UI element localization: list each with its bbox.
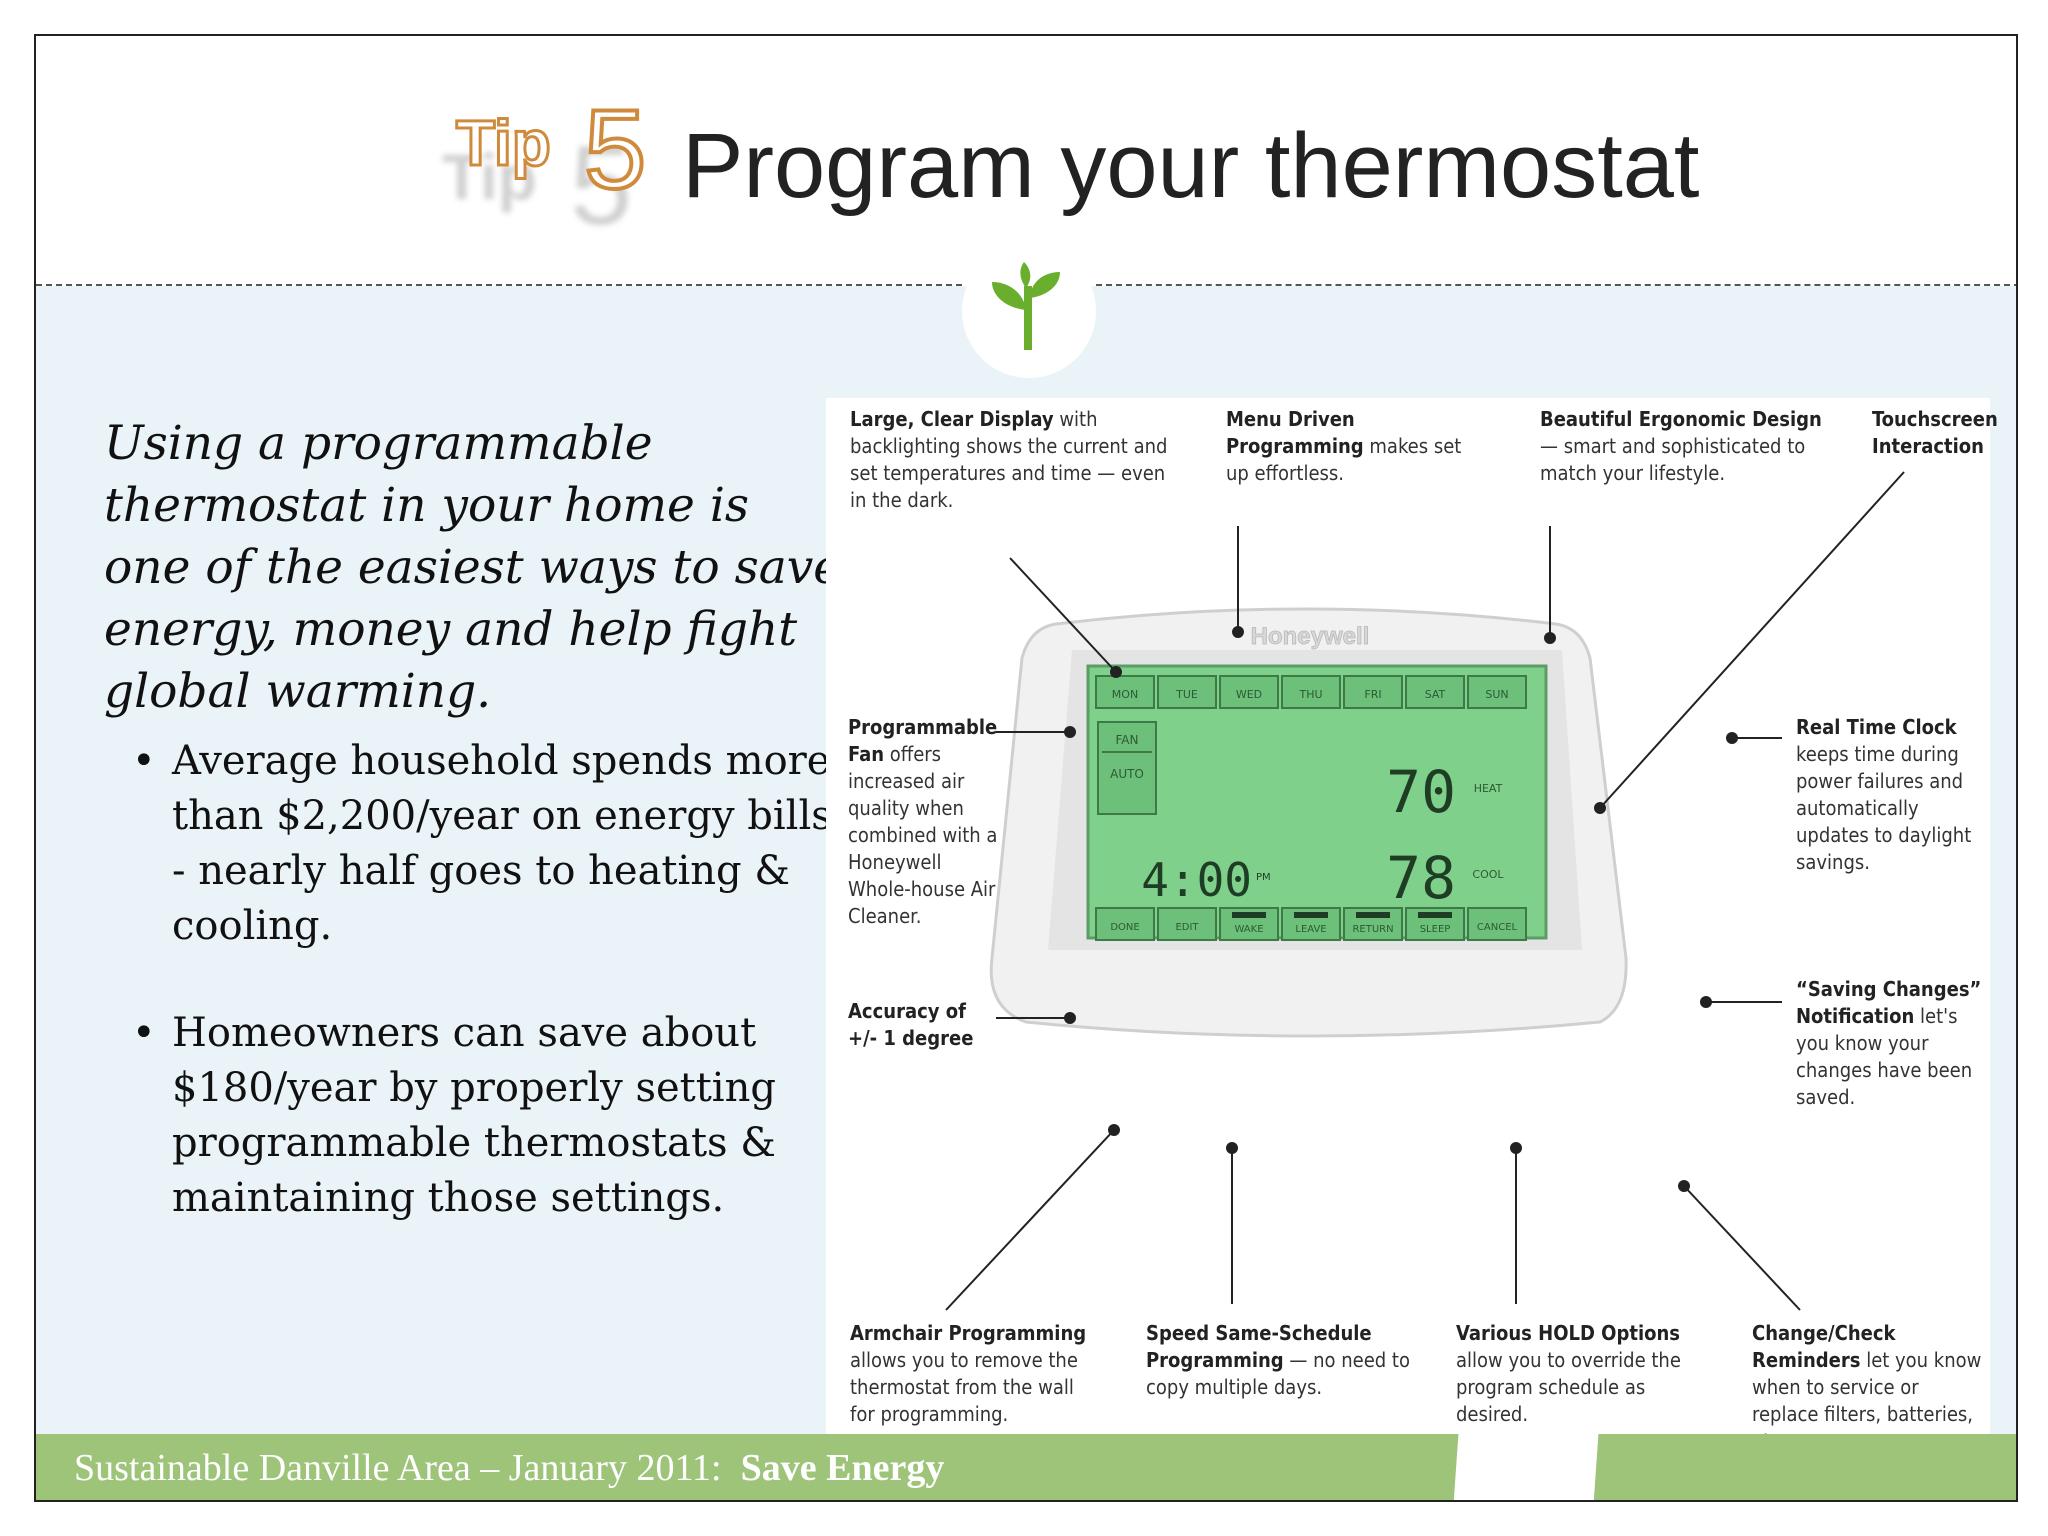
callout-speed: Speed Same-Schedule Programming — no nee… bbox=[1146, 1320, 1416, 1401]
callout-design: Beautiful Ergonomic Design — smart and s… bbox=[1540, 406, 1830, 487]
callout-text: — no need to copy multiple days. bbox=[1146, 1348, 1410, 1399]
tip-label: Tip bbox=[455, 106, 553, 181]
heat-temp-readout: 70 bbox=[1386, 758, 1456, 826]
bullet-text: Average household spends more than $2,20… bbox=[172, 738, 832, 949]
intro-text: Using a programmable thermostat in your … bbox=[104, 416, 842, 719]
auto-label: AUTO bbox=[1110, 767, 1144, 781]
screen-button[interactable] bbox=[1095, 907, 1155, 941]
leader-lines bbox=[945, 471, 1905, 1311]
callout-armchair: Armchair Programming allows you to remov… bbox=[850, 1320, 1100, 1428]
callout-title: Various HOLD Options bbox=[1456, 1321, 1681, 1345]
cool-temp-readout: 78 bbox=[1386, 844, 1456, 912]
callout-title: “Saving Changes” Notification bbox=[1796, 977, 1982, 1028]
lcd-screen bbox=[1086, 664, 1548, 940]
screen-button-label: LEAVE bbox=[1295, 924, 1326, 935]
screen-button[interactable] bbox=[1467, 907, 1527, 941]
bullet-list: • Average household spends more than $2,2… bbox=[132, 734, 852, 1278]
footer-bar: Sustainable Danville Area – January 2011… bbox=[36, 1424, 2016, 1500]
callout-title: Touchscreen Interaction bbox=[1872, 407, 1998, 458]
callout-text: offers increased air quality when combin… bbox=[848, 742, 998, 928]
day-label: WED bbox=[1236, 688, 1262, 701]
heat-label: HEAT bbox=[1474, 782, 1503, 795]
callout-title: Programmable Fan bbox=[848, 715, 998, 766]
day-key[interactable] bbox=[1467, 675, 1527, 709]
bullet-dot-icon: • bbox=[132, 1010, 156, 1056]
clock-suffix: PM bbox=[1256, 872, 1271, 883]
callout-text: let's you know your changes have been sa… bbox=[1796, 1004, 1973, 1109]
bullet-item: • Homeowners can save about $180/year by … bbox=[132, 1006, 852, 1226]
bullet-item: • Average household spends more than $2,2… bbox=[132, 734, 852, 954]
callout-text: with backlighting shows the current and … bbox=[850, 407, 1168, 512]
callout-text: — smart and sophisticated to match your … bbox=[1540, 434, 1806, 485]
button-row: DONE EDIT WAKE LEAVE RETURN SLEEP bbox=[1095, 907, 1527, 941]
divider-left bbox=[36, 284, 962, 286]
bullet-text: Homeowners can save about $180/year by p… bbox=[172, 1010, 776, 1221]
day-label: THU bbox=[1298, 688, 1322, 701]
bullet-dot-icon: • bbox=[132, 738, 156, 784]
clock-readout: 4:00 bbox=[1141, 853, 1252, 907]
day-key[interactable] bbox=[1405, 675, 1465, 709]
day-label: SUN bbox=[1485, 688, 1508, 701]
callout-menu: Menu Driven Programming makes set up eff… bbox=[1226, 406, 1486, 487]
tip-number: 5 bbox=[582, 87, 648, 212]
fan-key[interactable] bbox=[1097, 721, 1157, 815]
screen-button-label: CANCEL bbox=[1477, 922, 1518, 933]
callout-title: Beautiful Ergonomic Design bbox=[1540, 407, 1822, 431]
day-label: SAT bbox=[1425, 688, 1446, 701]
screen-button-label: EDIT bbox=[1175, 922, 1199, 933]
callout-text: let you know when to service or replace … bbox=[1752, 1348, 1982, 1453]
footer-notch bbox=[1452, 1424, 1600, 1500]
day-key[interactable] bbox=[1219, 675, 1279, 709]
thermostat-diagram: Honeywell MON TUE WED THU FRI SAT bbox=[826, 398, 1998, 1464]
slide-header: Tip 5 Program your thermostat bbox=[36, 36, 2016, 284]
day-key[interactable] bbox=[1281, 675, 1341, 709]
callout-title: Speed Same-Schedule Programming bbox=[1146, 1321, 1372, 1372]
callout-fan: Programmable Fan offers increased air qu… bbox=[848, 714, 998, 930]
divider-right bbox=[1096, 284, 2016, 286]
screen-button-label: RETURN bbox=[1352, 924, 1393, 935]
footer-text: Sustainable Danville Area – January 2011… bbox=[74, 1446, 944, 1490]
page-title: Program your thermostat bbox=[682, 115, 1700, 217]
slide: Tip 5 Program your thermostat Using a pr… bbox=[34, 34, 2018, 1502]
brand-logo: Honeywell bbox=[1251, 623, 1370, 650]
screen-button-label: SLEEP bbox=[1420, 924, 1451, 935]
callout-hold: Various HOLD Options allow you to overri… bbox=[1456, 1320, 1716, 1428]
callout-title: Change/Check Reminders bbox=[1752, 1321, 1896, 1372]
thermostat-illustration: Honeywell MON TUE WED THU FRI SAT bbox=[945, 471, 1905, 1311]
callout-text: makes set up effortless. bbox=[1226, 434, 1462, 485]
footer-prefix: Sustainable Danville Area – January 2011… bbox=[74, 1447, 722, 1489]
day-key[interactable] bbox=[1095, 675, 1155, 709]
callout-accuracy: Accuracy of +/- 1 degree bbox=[848, 998, 998, 1052]
callout-clock: Real Time Clock keeps time during power … bbox=[1796, 714, 1986, 876]
sprout-badge bbox=[962, 244, 1096, 378]
callout-title: Armchair Programming bbox=[850, 1321, 1087, 1345]
screen-button-label: WAKE bbox=[1234, 924, 1263, 935]
callout-reminder: Change/Check Reminders let you know when… bbox=[1752, 1320, 1988, 1455]
fan-label: FAN bbox=[1116, 733, 1139, 747]
day-label: MON bbox=[1112, 688, 1138, 701]
callout-title: Large, Clear Display bbox=[850, 407, 1054, 431]
day-key[interactable] bbox=[1343, 675, 1403, 709]
callout-text: allows you to remove the thermostat from… bbox=[850, 1348, 1078, 1426]
screen-button[interactable] bbox=[1281, 907, 1341, 941]
cool-label: COOL bbox=[1472, 868, 1504, 881]
day-label: TUE bbox=[1175, 688, 1198, 701]
day-label: FRI bbox=[1364, 688, 1381, 701]
content-area: Using a programmable thermostat in your … bbox=[36, 286, 2016, 1464]
screen-button-label: DONE bbox=[1110, 922, 1139, 933]
day-row: MON TUE WED THU FRI SAT SUN bbox=[1095, 675, 1527, 709]
callout-touch: Touchscreen Interaction bbox=[1872, 406, 1998, 460]
callout-title: Menu Driven Programming bbox=[1226, 407, 1364, 458]
footer-emphasis: Save Energy bbox=[740, 1447, 945, 1489]
sprout-icon bbox=[992, 262, 1060, 350]
day-key[interactable] bbox=[1157, 675, 1217, 709]
screen-button[interactable] bbox=[1157, 907, 1217, 941]
callout-text: allow you to override the program schedu… bbox=[1456, 1348, 1681, 1426]
callout-display: Large, Clear Display with backlighting s… bbox=[850, 406, 1170, 514]
callout-text: keeps time during power failures and aut… bbox=[1796, 742, 1972, 874]
callout-saving: “Saving Changes” Notification let's you … bbox=[1796, 976, 1986, 1111]
callout-title: Real Time Clock bbox=[1796, 715, 1957, 739]
callout-title: Accuracy of +/- 1 degree bbox=[848, 999, 974, 1050]
